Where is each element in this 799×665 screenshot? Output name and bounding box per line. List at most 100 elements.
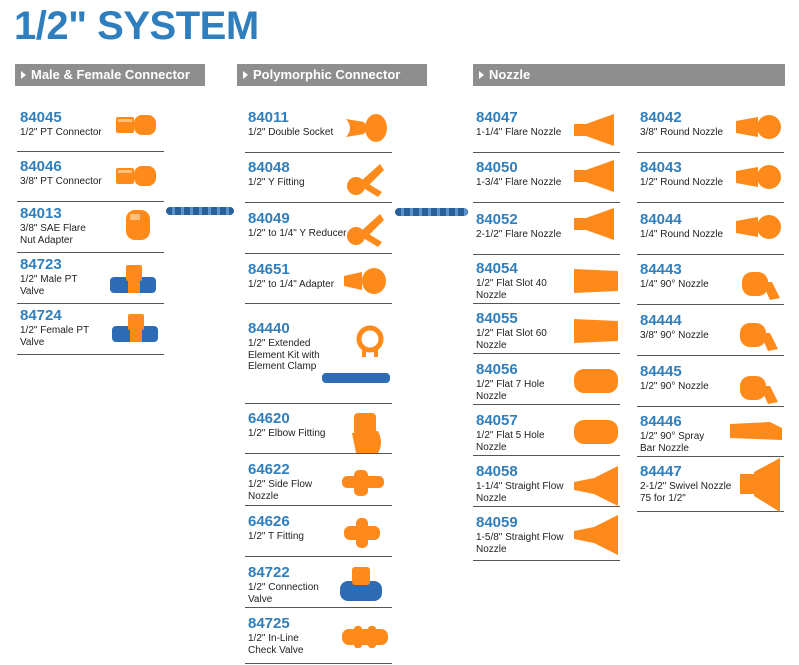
round-nozzle-icon [734, 212, 782, 247]
flat-hole-nozzle-icon [572, 366, 620, 401]
part-description: 1/2" PT Connector [20, 127, 102, 138]
part-description: 3/8" PT Connector [20, 176, 102, 187]
part-code: 64622 [248, 461, 290, 478]
angled-nozzle-icon [736, 313, 780, 358]
part-description: 1/2" Round Nozzle [640, 177, 724, 188]
element-kit-icon [320, 323, 392, 400]
part-description: 1/2" In-Line Check Valve [248, 633, 304, 656]
part-description: 3/8" 90° Nozzle [640, 330, 709, 341]
part-code: 84440 [248, 320, 290, 337]
part-code: 84044 [640, 211, 682, 228]
elbow-fitting-icon [348, 411, 388, 460]
part-code: 84059 [476, 514, 518, 531]
swivel-nozzle-icon [738, 456, 782, 519]
part-code: 84055 [476, 310, 518, 327]
hex-connector-icon [114, 112, 158, 143]
spray-bar-nozzle-icon [728, 418, 784, 449]
double-socket-icon [344, 111, 388, 150]
flat-slot-nozzle-icon [572, 265, 620, 302]
y-fitting-icon [346, 160, 386, 203]
part-description: 1/2" to 1/4" Y Reducer [248, 228, 347, 239]
part-code: 84047 [476, 109, 518, 126]
part-description: 1/2" T Fitting [248, 531, 304, 542]
straight-flow-nozzle-icon [572, 464, 620, 513]
part-code: 84045 [20, 109, 62, 126]
connection-valve-icon [338, 565, 384, 610]
part-description: 3/8" SAE Flare Nut Adapter [20, 223, 86, 246]
coolant-hose-segment [166, 207, 234, 215]
part-code: 84447 [640, 463, 682, 480]
section-header-polymorphic: Polymorphic Connector [237, 64, 427, 86]
coolant-hose-segment [395, 208, 468, 216]
round-nozzle-icon [734, 162, 782, 197]
part-description: 3/8" Round Nozzle [640, 127, 724, 138]
part-code: 84056 [476, 361, 518, 378]
part-code: 84042 [640, 109, 682, 126]
section-header-nozzle: Nozzle [473, 64, 785, 86]
valve-icon [110, 312, 160, 353]
part-description: 1/4" Round Nozzle [640, 229, 724, 240]
part-description: 1/2" 90° Spray Bar Nozzle [640, 431, 705, 454]
part-code: 84651 [248, 261, 290, 278]
part-code: 84444 [640, 312, 682, 329]
valve-icon [108, 263, 158, 304]
part-code: 84443 [640, 261, 682, 278]
flare-nozzle-icon [572, 112, 616, 153]
part-code: 84724 [20, 307, 62, 324]
part-code: 84043 [640, 159, 682, 176]
part-code: 64620 [248, 410, 290, 427]
part-code: 84445 [640, 363, 682, 380]
part-description: 1/2" Connection Valve [248, 582, 319, 605]
part-description: 1/2" Double Socket [248, 127, 334, 138]
part-code: 84723 [20, 256, 62, 273]
part-description: 1-5/8" Straight Flow Nozzle [476, 532, 564, 555]
check-valve-icon [340, 624, 390, 655]
part-code: 84048 [248, 159, 290, 176]
section-header-male-female: Male & Female Connector [15, 64, 205, 86]
part-description: 1/2" Female PT Valve [20, 325, 89, 348]
part-description: 1/2" Elbow Fitting [248, 428, 326, 439]
flat-hole-nozzle-icon [572, 417, 620, 452]
y-reducer-icon [346, 210, 386, 253]
part-description: 1/2" Flat Slot 60 Nozzle [476, 328, 547, 351]
flare-nozzle-icon [572, 158, 616, 199]
part-description: 1/2" Flat 7 Hole Nozzle [476, 379, 545, 402]
part-code: 84722 [248, 564, 290, 581]
part-code: 84011 [248, 109, 289, 126]
part-code: 64626 [248, 513, 290, 530]
straight-flow-nozzle-icon [572, 513, 620, 562]
part-code: 84725 [248, 615, 290, 632]
part-code: 84046 [20, 158, 62, 175]
part-description: 1/2" Y Fitting [248, 177, 305, 188]
part-description: 1/2" 90° Nozzle [640, 381, 709, 392]
part-description: 2-1/2" Swivel Nozzle 75 for 1/2" [640, 481, 732, 504]
hex-connector-icon [114, 163, 158, 194]
part-description: 1/2" to 1/4" Adapter [248, 279, 335, 290]
part-code: 84058 [476, 463, 518, 480]
